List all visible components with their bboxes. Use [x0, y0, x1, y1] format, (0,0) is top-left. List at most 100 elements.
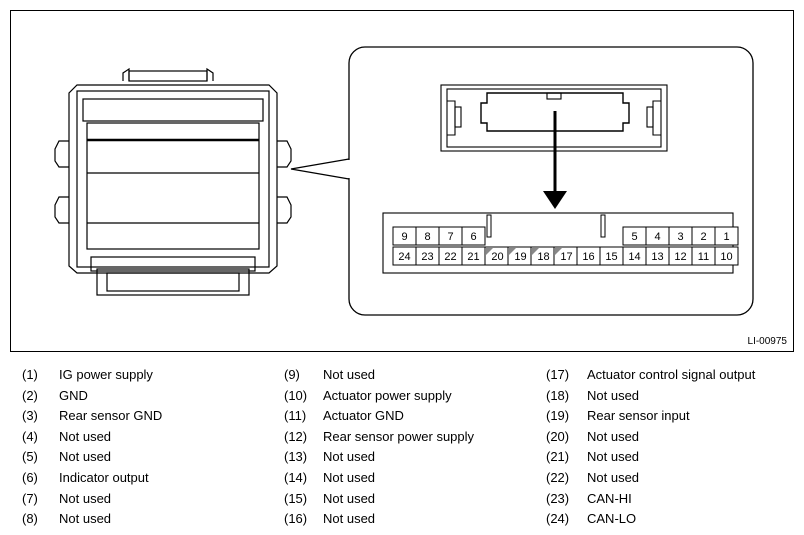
legend-pin-number: (17) [546, 367, 570, 382]
pin-number: 15 [605, 251, 617, 263]
legend-pin-number: (6) [22, 470, 38, 485]
legend-item: (11) Actuator GND [284, 407, 524, 425]
legend-pin-function: Not used [59, 449, 112, 465]
legend-item: (17) Actuator control signal output [546, 366, 756, 384]
legend-pin-function: Not used [323, 490, 376, 506]
pin-cell [714, 246, 739, 266]
legend-item: (13) Not used [284, 448, 524, 466]
legend-item: (9)Not used [284, 366, 524, 384]
legend-pin-number: (9) [284, 367, 300, 382]
pin-number: 18 [537, 251, 549, 263]
legend-pin-number: (20) [546, 428, 570, 444]
legend-item: (6) Indicator output [22, 469, 262, 487]
pin-cell [461, 226, 486, 246]
pin-number: 12 [674, 251, 686, 263]
legend-item: (23)CAN-HI [546, 490, 756, 508]
pin-marker [509, 248, 516, 255]
legend-item: (4) Not used [22, 428, 262, 446]
legend-item: (3) Rear sensor GND [22, 407, 262, 425]
pin-number: 17 [560, 251, 572, 263]
legend-pin-number: (19) [546, 408, 570, 424]
pin-number: 1 [723, 231, 729, 243]
legend-pin-function: Rear sensor GND [59, 408, 163, 424]
legend-pin-number: (14) [284, 470, 308, 485]
legend-pin-number: (4) [22, 428, 38, 444]
callout-pointer [290, 158, 350, 180]
legend-pin-number: (24) [546, 511, 570, 527]
legend-item: (5) Not used [22, 448, 262, 466]
legend-item: (20) Not used [546, 428, 756, 446]
legend-pin-number: (10) [284, 387, 308, 403]
pin-number: 5 [631, 231, 637, 243]
pin-number: 19 [514, 251, 526, 263]
legend-item: (14)Not used [284, 469, 524, 487]
legend-pin-number: (22) [546, 470, 570, 485]
pin-number: 22 [444, 251, 456, 263]
figure-id: LI-00975 [747, 336, 787, 347]
pin-marker [532, 248, 539, 255]
legend-pin-number: (7) [22, 490, 38, 506]
pin-number: 8 [424, 231, 430, 243]
pin-number: 10 [720, 251, 732, 263]
legend-item: (8) Not used [22, 510, 262, 528]
legend-item: (22) Not used [546, 469, 756, 487]
legend-item: (12) Rear sensor power supply [284, 428, 524, 446]
legend-pin-number: (11) [284, 408, 307, 424]
legend-pin-function: Actuator control signal output [587, 367, 756, 382]
legend-pin-function: Actuator GND [323, 408, 404, 424]
pin-number: 2 [700, 231, 706, 243]
legend-pin-number: (23) [546, 490, 570, 506]
legend-pin-number: (1) [22, 367, 38, 382]
legend-pin-number: (21) [546, 449, 570, 465]
legend-item: (7) Not used [22, 490, 262, 508]
legend-item: (19) Rear sensor input [546, 407, 756, 425]
legend-pin-function: Indicator output [59, 470, 149, 485]
control-module [54, 67, 292, 296]
legend-pin-function: Actuator power supply [323, 387, 452, 403]
legend-pin-function: Not used [59, 428, 112, 444]
legend-pin-function: Rear sensor input [587, 408, 690, 424]
legend-pin-function: IG power supply [59, 367, 153, 382]
legend-pin-number: (3) [22, 408, 38, 424]
connector-top-view [440, 84, 668, 152]
legend-pin-function: Not used [59, 490, 112, 506]
legend-item: (21) Not used [546, 448, 756, 466]
legend-pin-function: Not used [587, 449, 640, 465]
legend-pin-function: Not used [587, 428, 640, 444]
legend-pin-function: Not used [59, 511, 112, 527]
pin-number: 21 [467, 251, 479, 263]
legend-pin-number: (16) [284, 511, 308, 527]
legend-pin-number: (18) [546, 387, 570, 403]
direction-arrow-head [543, 191, 567, 209]
legend-item: (2)GND [22, 387, 262, 405]
pin-number: 7 [447, 231, 453, 243]
pin-number: 11 [698, 251, 709, 263]
legend-pin-number: (15) [284, 490, 308, 506]
pin-number: 23 [421, 251, 433, 263]
pin-cell [714, 226, 739, 246]
pin-number: 16 [582, 251, 594, 263]
pin-number: 13 [651, 251, 663, 263]
pin-number: 9 [401, 231, 407, 243]
legend-pin-number: (5) [22, 449, 38, 465]
legend-item: (24) CAN-LO [546, 510, 756, 528]
legend-item: (18) Not used [546, 387, 756, 405]
legend-item: (10) Actuator power supply [284, 387, 524, 405]
legend-pin-function: Not used [323, 449, 376, 465]
legend-pin-number: (8) [22, 511, 38, 527]
legend-pin-function: Not used [587, 470, 640, 485]
legend-item: (15) Not used [284, 490, 524, 508]
legend-pin-number: (13) [284, 449, 308, 465]
legend-pin-function: GND [59, 387, 88, 403]
legend-pin-number: (12) [284, 428, 308, 444]
legend-pin-function: CAN-LO [587, 511, 637, 527]
legend-pin-function: Rear sensor power supply [323, 428, 475, 444]
pin-number: 6 [470, 231, 476, 243]
pin-marker [555, 248, 562, 255]
legend-pin-function: Not used [587, 387, 640, 403]
pin-number: 3 [677, 231, 683, 243]
pin-number: 24 [398, 251, 410, 263]
